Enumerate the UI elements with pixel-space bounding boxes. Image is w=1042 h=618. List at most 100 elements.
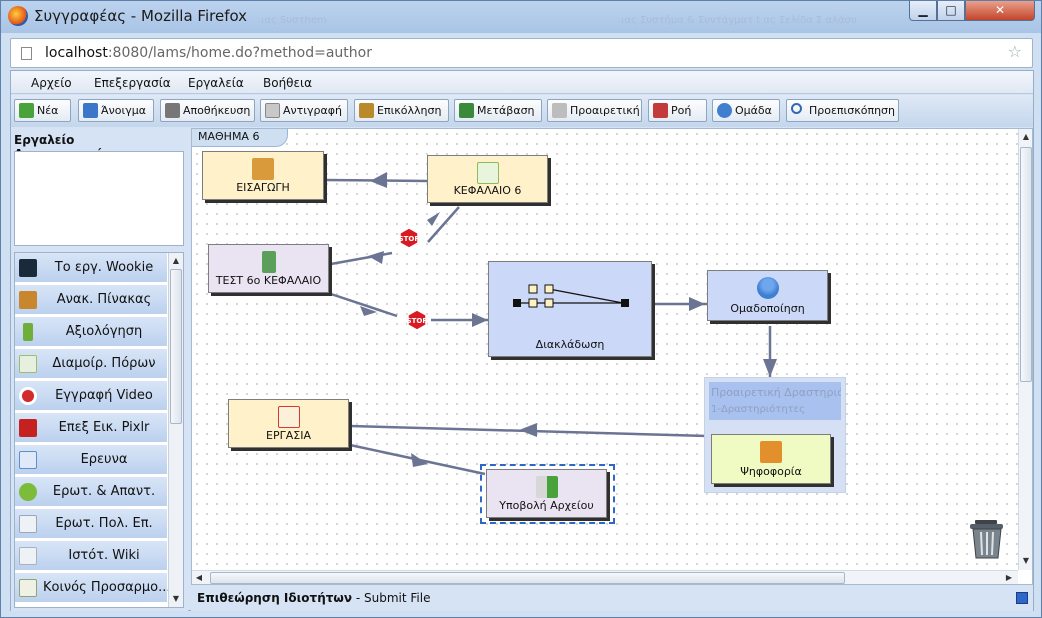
tool-list: Το εργ. Wookie Ανακ. Πίνακας Αξιολόγηση … [14,252,184,608]
branching-icon [513,284,629,308]
address-bar[interactable]: localhost:8080/lams/home.do?method=autho… [10,38,1033,68]
task-checklist-icon [277,406,300,428]
activity-tools-panel: Εργαλείο Δραστηριοτήτων Το εργ. Wookie Α… [11,128,188,611]
activity-test[interactable]: ΤΕΣΤ 6ο ΚΕΦΑΛΑΙΟ [208,244,329,293]
restore-panel-icon[interactable] [1016,592,1028,604]
scroll-down-icon[interactable]: ▼ [172,594,180,603]
tool-mcq[interactable]: Ερωτ. Πολ. Επ. [15,509,167,539]
new-icon [19,103,34,118]
transition-button[interactable]: Μετάβαση [454,99,542,122]
new-button[interactable]: Νέα [14,99,71,122]
wookie-icon [19,259,37,277]
tool-common-cartridge[interactable]: Κοινός Προσαρμο... [15,573,171,603]
notebook-icon [252,158,274,180]
scroll-left-icon[interactable]: ◀ [195,573,203,582]
tool-assessment[interactable]: Αξιολόγηση [15,317,167,347]
transition-pen-icon [459,103,474,118]
tool-list-scrollbar[interactable]: ▲ ▼ [168,253,183,607]
tool-share-resources[interactable]: Διαμοίρ. Πόρων [15,349,167,379]
video-record-icon [19,387,37,405]
menu-edit[interactable]: Επεξεργασία [94,76,171,90]
svg-text:STOP: STOP [399,235,420,243]
activity-intro[interactable]: ΕΙΣΑΓΩΓΗ [202,151,324,200]
url-text[interactable]: localhost:8080/lams/home.do?method=autho… [45,45,372,61]
tool-wookie[interactable]: Το εργ. Wookie [15,253,167,283]
submit-file-icon [535,476,558,498]
optional-activities-container[interactable]: Προαιρετική Δραστηριότ 1-Δραστηριότητες … [704,377,846,493]
trash-bin-icon[interactable] [967,518,1007,560]
canvas-horizontal-scrollbar[interactable]: ◀ ▶ [192,570,1018,584]
tool-pixlr[interactable]: Επεξ Εικ. Pixlr [15,413,167,443]
menu-help[interactable]: Βοήθεια [263,76,312,90]
maximize-button[interactable]: □ [937,1,965,21]
inspector-label: Επιθεώρηση Ιδιοτήτων [197,591,353,605]
close-button[interactable]: ✕ [965,1,1035,21]
menu-bar: Αρχείο Επεξεργασία Εργαλεία Βοήθεια [11,71,1033,94]
optional-container-header: Προαιρετική Δραστηριότ 1-Δραστηριότητες [709,382,841,420]
activity-submit-file[interactable]: Υποβολή Αρχείου [486,469,607,518]
paste-icon [359,103,374,118]
scroll-right-icon[interactable]: ▶ [1005,573,1013,582]
optional-icon [552,103,567,118]
activity-vote[interactable]: Ψηφοφορία [711,434,831,484]
inspector-value: Submit File [363,591,431,605]
app-content: Αρχείο Επεξεργασία Εργαλεία Βοήθεια Νέα … [10,70,1034,611]
svg-text:STOP: STOP [407,317,428,325]
mcq-icon [19,515,37,533]
optional-button[interactable]: Προαιρετική [547,99,642,122]
tool-notice-board[interactable]: Ανακ. Πίνακας [15,285,167,315]
activity-chapter[interactable]: ΚΕΦΑΛΑΙΟ 6 [427,155,548,203]
tool-description-box [14,151,184,246]
flow-button[interactable]: Ροή [648,99,707,122]
activity-task[interactable]: ΕΡΓΑΣΙΑ [228,399,349,448]
open-folder-icon [83,103,98,118]
page-icon [21,47,32,60]
design-canvas[interactable]: STOP STOP ΜΑΘΗΜΑ 6 ΕΙΣΑΓΩΓΗ ΚΕΦΑΛΑΙΟ 6 Τ… [191,128,1033,585]
scroll-down-icon[interactable]: ▼ [1022,556,1030,565]
tool-qa[interactable]: Ερωτ. & Απαντ. [15,477,167,507]
survey-icon [19,451,37,469]
preview-button[interactable]: Προεπισκόπηση [786,99,899,122]
save-button[interactable]: Αποθήκευση [160,99,255,122]
tool-survey[interactable]: Ερευνα [15,445,167,475]
scroll-thumb[interactable] [210,572,845,584]
vote-ballot-icon [760,441,782,463]
grouping-people-icon [756,277,779,299]
group-button[interactable]: Ομάδα [712,99,780,122]
activity-branching[interactable]: Διακλάδωση [488,261,652,357]
property-inspector-bar[interactable]: Επιθεώρηση Ιδιοτήτων - Submit File [191,587,1033,611]
common-cartridge-icon [19,579,37,597]
scroll-up-icon[interactable]: ▲ [172,256,180,265]
bookmark-star-icon[interactable]: ☆ [1007,42,1022,61]
open-button[interactable]: Άνοιγμα [78,99,154,122]
copy-icon [265,103,280,118]
paste-button[interactable]: Επικόλληση [354,99,449,122]
copy-button[interactable]: Αντιγραφή [260,99,348,122]
background-window-text: ιας Sυστhem [261,15,327,26]
stop-gate-icon: STOP [407,309,428,331]
toolbar: Νέα Άνοιγμα Αποθήκευση Αντιγραφή Επικόλλ… [11,95,1033,127]
notice-board-icon [19,291,37,309]
scroll-up-icon[interactable]: ▲ [1022,132,1030,141]
tool-video-record[interactable]: Εγγραφή Video [15,381,167,411]
group-icon [717,103,732,118]
activity-grouping[interactable]: Ομαδοποίηση [707,270,828,321]
menu-file[interactable]: Αρχείο [31,76,72,90]
wiki-icon [19,547,37,565]
minimize-button[interactable]: ▁ [909,1,937,21]
menu-tools[interactable]: Εργαλεία [188,76,244,90]
pixlr-icon [19,419,37,437]
resource-page-icon [476,162,499,184]
canvas-vertical-scrollbar[interactable]: ▲ ▼ [1018,129,1032,570]
stop-gate-icon: STOP [399,227,420,249]
scroll-thumb[interactable] [1020,147,1032,382]
tool-wiki[interactable]: Ιστότ. Wiki [15,541,167,571]
save-icon [165,103,180,118]
share-resources-icon [19,355,37,373]
scroll-thumb[interactable] [170,269,182,424]
flow-icon [653,103,668,118]
canvas-tab[interactable]: ΜΑΘΗΜΑ 6 [192,129,288,147]
assessment-icon [261,251,276,273]
preview-magnifier-icon [791,103,802,114]
